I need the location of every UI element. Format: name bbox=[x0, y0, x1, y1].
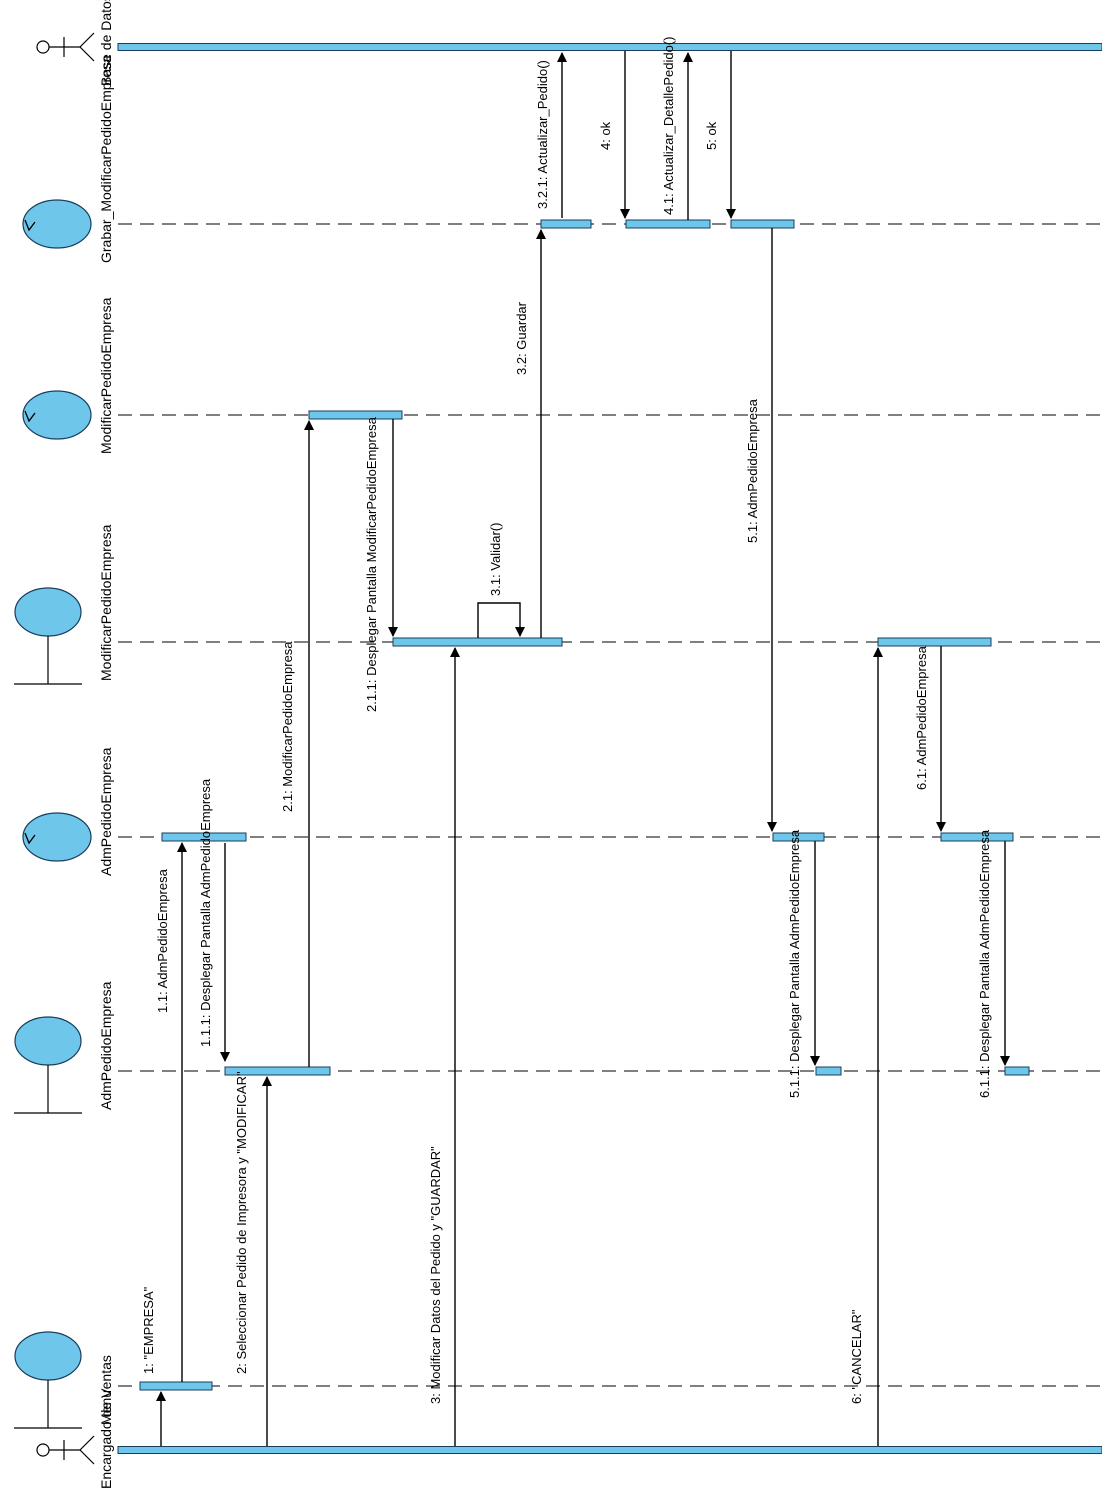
message-label: 3.2: Guardar bbox=[514, 301, 529, 375]
head-menu: Menu bbox=[14, 1331, 114, 1429]
message-label: 3.1: Validar() bbox=[488, 523, 503, 596]
message-m6_1: 6.1: AdmPedidoEmpresa bbox=[914, 645, 946, 832]
message-m5: 5: ok bbox=[704, 51, 736, 219]
actor-icon bbox=[36, 40, 50, 54]
lifeline-label: AdmPedidoEmpresa bbox=[98, 747, 114, 876]
message-label: 6: "CANCELAR" bbox=[849, 1309, 864, 1404]
lifeline-encargado bbox=[117, 1446, 1102, 1454]
actor-icon bbox=[36, 1443, 50, 1457]
head-encargado: Encargado de Ventas bbox=[36, 1355, 114, 1489]
activation-bar bbox=[625, 219, 711, 229]
message-label: 2.1.1: Desplegar Pantalla ModificarPedid… bbox=[364, 416, 379, 712]
message-label: 4.1: Actualizar_DetallePedido() bbox=[661, 37, 676, 216]
activation-bar bbox=[540, 219, 592, 229]
message-label: 3: Modificar Datos del Pedido y "GUARDAR… bbox=[428, 1146, 443, 1404]
message-m4_1: 4.1: Actualizar_DetallePedido() bbox=[661, 37, 693, 220]
message-label: 5.1: AdmPedidoEmpresa bbox=[745, 398, 760, 543]
message-label: 1.1: AdmPedidoEmpresa bbox=[155, 868, 170, 1013]
message-m4: 4: ok bbox=[598, 51, 630, 219]
message-label: 6.1: AdmPedidoEmpresa bbox=[914, 645, 929, 790]
message-label: 6.1.1: Desplegar Pantalla AdmPedidoEmpre… bbox=[977, 829, 992, 1098]
boundary-icon bbox=[14, 1331, 82, 1381]
message-m3_2: 3.2: Guardar bbox=[514, 229, 546, 638]
message-m6: 6: "CANCELAR" bbox=[849, 647, 883, 1446]
message-m5_1_1: 5.1.1: Desplegar Pantalla AdmPedidoEmpre… bbox=[787, 829, 820, 1098]
boundary-icon bbox=[14, 587, 82, 637]
activation-bar bbox=[308, 410, 403, 420]
activation-bar bbox=[139, 1381, 213, 1391]
message-label: 3.2.1: Actualizar_Pedido() bbox=[535, 60, 550, 209]
activation-bar bbox=[161, 832, 247, 842]
message-m6_1_1: 6.1.1: Desplegar Pantalla AdmPedidoEmpre… bbox=[977, 829, 1010, 1098]
lifeline-label: Encargado de Ventas bbox=[98, 1355, 114, 1489]
activation-bar bbox=[224, 1066, 331, 1076]
message-label: 1.1.1: Desplegar Pantalla AdmPedidoEmpre… bbox=[198, 778, 213, 1047]
control-icon bbox=[22, 812, 92, 862]
head-base: Base de Datos bbox=[36, 0, 114, 86]
activation-bar bbox=[877, 637, 992, 647]
head-modctrl: ModificarPedidoEmpresa bbox=[22, 297, 114, 454]
message-m1: 1: "EMPRESA" bbox=[141, 1286, 166, 1446]
head-admbnd: AdmPedidoEmpresa bbox=[14, 981, 114, 1114]
lifeline-label: ModificarPedidoEmpresa bbox=[98, 297, 114, 454]
lifeline-label: Base de Datos bbox=[98, 0, 114, 86]
message-m2: 2: Seleccionar Pedido de Impresora y "MO… bbox=[234, 1071, 272, 1446]
lifeline-heads: Base de DatosGrabar_ModificarPedidoEmpre… bbox=[14, 0, 114, 1489]
lifelines bbox=[117, 43, 1102, 1454]
self-message-arrow bbox=[477, 602, 525, 638]
activation-bar bbox=[772, 832, 825, 842]
control-icon bbox=[22, 390, 92, 440]
lifeline-label: Menu bbox=[98, 1390, 114, 1425]
message-label: 5.1.1: Desplegar Pantalla AdmPedidoEmpre… bbox=[787, 829, 802, 1098]
messages: 1: "EMPRESA" 1.1: AdmPedidoEmpresa 1.1.1: … bbox=[141, 37, 1010, 1446]
message-m3: 3: Modificar Datos del Pedido y "GUARDAR… bbox=[428, 647, 460, 1446]
message-m5_1: 5.1: AdmPedidoEmpresa bbox=[745, 228, 777, 832]
lifeline-label: Grabar_ModificarPedidoEmpresa bbox=[98, 55, 114, 263]
activation-bar bbox=[815, 1066, 842, 1076]
activation-bar bbox=[940, 832, 1014, 842]
message-m1_1_1: 1.1.1: Desplegar Pantalla AdmPedidoEmpre… bbox=[198, 778, 230, 1062]
lifeline-base bbox=[117, 43, 1102, 51]
message-label: 5: ok bbox=[704, 121, 719, 150]
head-admctrl: AdmPedidoEmpresa bbox=[22, 747, 114, 876]
lifeline-label: AdmPedidoEmpresa bbox=[98, 981, 114, 1110]
boundary-icon bbox=[14, 1016, 82, 1066]
message-label: 4: ok bbox=[598, 121, 613, 150]
activation-bars bbox=[139, 219, 1030, 1391]
message-m1_1: 1.1: AdmPedidoEmpresa bbox=[155, 842, 187, 1382]
message-label: 2.1: ModificarPedidoEmpresa bbox=[280, 641, 295, 812]
activation-bar bbox=[392, 637, 563, 647]
message-m3_2_1: 3.2.1: Actualizar_Pedido() bbox=[535, 52, 567, 218]
lifeline-label: ModificarPedidoEmpresa bbox=[98, 524, 114, 681]
control-icon bbox=[22, 199, 92, 249]
activation-bar bbox=[1004, 1066, 1030, 1076]
message-label: 1: "EMPRESA" bbox=[141, 1286, 156, 1374]
message-label: 2: Seleccionar Pedido de Impresora y "MO… bbox=[234, 1071, 249, 1374]
message-m3_1: 3.1: Validar() bbox=[477, 523, 525, 638]
head-modbnd: ModificarPedidoEmpresa bbox=[14, 524, 114, 685]
message-m2_1_1: 2.1.1: Desplegar Pantalla ModificarPedid… bbox=[364, 416, 398, 712]
head-grabar: Grabar_ModificarPedidoEmpresa bbox=[22, 55, 114, 263]
activation-bar bbox=[730, 219, 795, 229]
message-m2_1: 2.1: ModificarPedidoEmpresa bbox=[280, 420, 314, 1067]
